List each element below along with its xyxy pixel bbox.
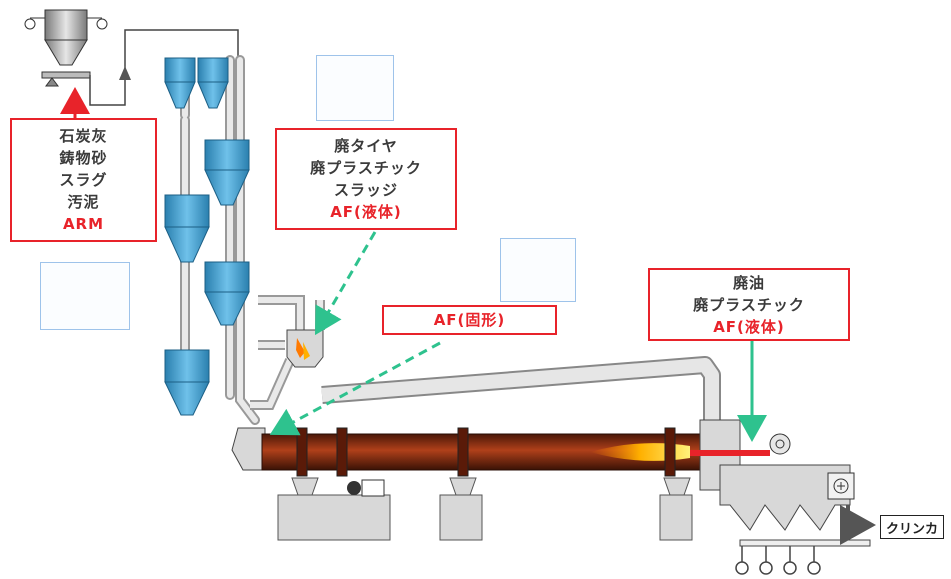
preheater-input-line-3: スラッジ <box>333 181 398 199</box>
preheater-input-line-2: 廃プラスチック <box>310 159 422 177</box>
raw-material-line-2: 鋳物砂 <box>59 149 108 167</box>
raw-meal-feed-line <box>89 29 239 106</box>
raw-material-highlight: ARM <box>62 215 105 233</box>
sample-frame-ash <box>40 262 130 330</box>
solid-fuel-label-box: AF(固形) <box>382 305 557 335</box>
clinker-conveyor <box>735 539 871 575</box>
raw-material-label-box: 石炭灰 鋳物砂 スラグ 汚泥 ARM <box>10 118 157 242</box>
rotary-kiln <box>261 427 703 477</box>
burner-input-line-1: 廃油 <box>732 273 765 292</box>
burner-input-label-box: 廃油 廃プラスチック AF(液体) <box>648 268 850 341</box>
cyclone-stage-1a <box>164 57 196 109</box>
cyclone-stage-2 <box>204 139 250 206</box>
burner <box>690 433 791 456</box>
cyclone-stage-5 <box>164 349 210 416</box>
solid-fuel-arrow <box>269 341 441 436</box>
preheater-input-highlight: AF(液体) <box>330 203 402 221</box>
kiln-inlet <box>231 427 266 471</box>
sample-frame-tire <box>316 55 394 121</box>
burner-input-highlight: AF(液体) <box>713 317 785 336</box>
burner-input-line-2: 廃プラスチック <box>693 295 805 314</box>
kiln-piers <box>277 477 693 541</box>
solid-fuel-highlight: AF(固形) <box>433 311 506 329</box>
preheater-fuel-arrow <box>314 231 377 336</box>
clinker-cooler <box>719 464 855 531</box>
cyclone-stage-4 <box>204 261 250 326</box>
raw-material-line-1: 石炭灰 <box>59 127 108 145</box>
raw-material-line-4: 汚泥 <box>67 193 100 211</box>
kiln-drive <box>347 479 385 497</box>
feed-silo <box>24 9 108 87</box>
sample-frame-solid <box>500 238 576 302</box>
clinker-output-arrow <box>840 505 876 545</box>
cyclone-stage-3 <box>164 194 210 263</box>
tertiary-air-duct <box>321 356 721 420</box>
clinker-output-label: クリンカ <box>880 515 944 539</box>
preheater-input-label-box: 廃タイヤ 廃プラスチック スラッジ AF(液体) <box>275 128 457 230</box>
cyclone-stage-1b <box>197 57 229 109</box>
raw-material-line-3: スラグ <box>59 171 108 189</box>
preheater-input-line-1: 廃タイヤ <box>334 137 398 155</box>
calciner <box>286 329 324 368</box>
